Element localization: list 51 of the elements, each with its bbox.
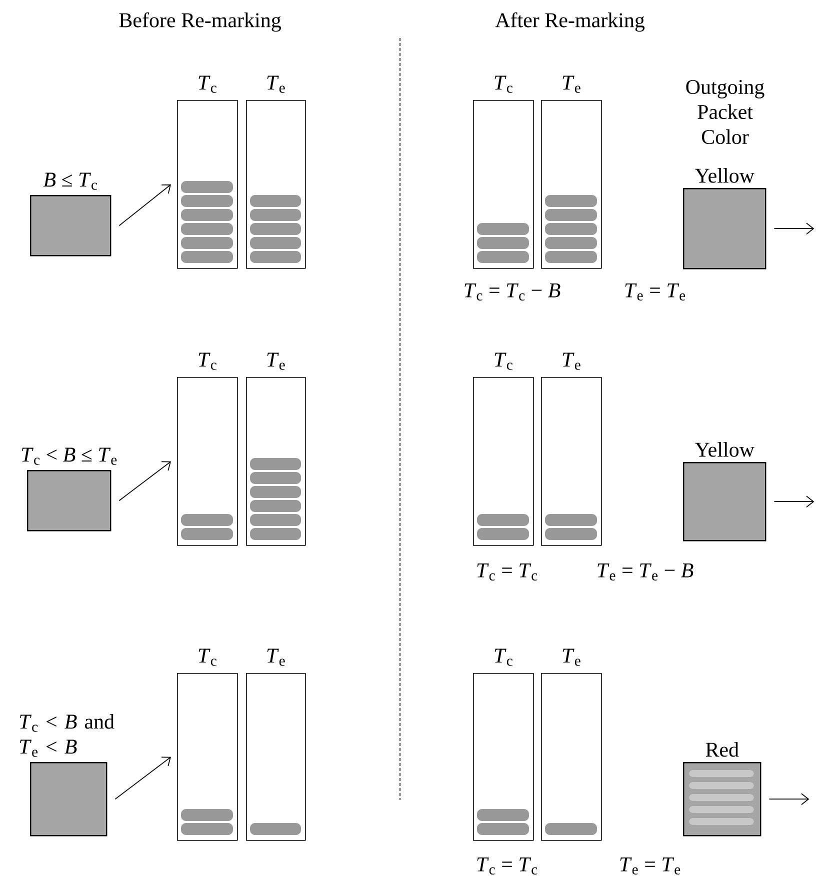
node-label: T$_{c}$ bbox=[198, 648, 216, 666]
arrow bbox=[768, 793, 810, 806]
token-bucket: T$_{c}$ bbox=[177, 648, 238, 841]
heading: After Re-marking bbox=[495, 12, 645, 32]
token-bucket: T$_{c}$ bbox=[473, 352, 534, 546]
token-bucket: T$_{e}$ bbox=[541, 76, 602, 269]
node-label: B ≤ T$_{c}$ bbox=[43, 172, 98, 190]
arrow bbox=[118, 461, 171, 502]
equation: T$_{c}$ = T$_{c}$ − B bbox=[464, 284, 560, 300]
arrow bbox=[118, 184, 171, 226]
node-label: Yellow bbox=[694, 168, 754, 183]
token-bucket: T$_{c}$ bbox=[473, 648, 534, 841]
node-label: T$_{e}$ bbox=[562, 648, 580, 666]
token-bucket: T$_{c}$ bbox=[177, 76, 238, 269]
token-bucket: T$_{e}$ bbox=[246, 352, 306, 546]
packet-box: T$_{c}$ < B ≤ T$_{e}$ bbox=[22, 448, 117, 532]
heading: Before Re-marking bbox=[119, 12, 281, 32]
equation: T$_{e}$ = T$_{e}$ bbox=[620, 858, 680, 874]
node-label: T$_{e}$ bbox=[267, 352, 285, 370]
token-bucket: T$_{c}$ bbox=[473, 76, 534, 269]
arrow bbox=[774, 496, 814, 508]
equation: T$_{e}$ = T$_{e}$ bbox=[625, 284, 686, 300]
equation: T$_{c}$ = T$_{c}$ bbox=[477, 858, 538, 874]
equation: T$_{e}$ = T$_{e}$ − B bbox=[598, 564, 694, 580]
node-label: T$_{e}$ bbox=[562, 352, 580, 370]
node-label: Yellow bbox=[694, 442, 754, 457]
packet-box: Red bbox=[683, 742, 762, 836]
equation: T$_{c}$ = T$_{c}$ bbox=[477, 564, 538, 580]
packet-box: B ≤ T$_{c}$ bbox=[30, 172, 112, 256]
packet-box: Yellow bbox=[683, 168, 766, 270]
arrow bbox=[774, 222, 814, 235]
token-bucket: T$_{c}$ bbox=[177, 352, 238, 546]
token-bucket: T$_{e}$ bbox=[246, 76, 306, 269]
node-label: T$_{c}$ bbox=[494, 352, 512, 370]
caption-text: Outgoing Packet Color bbox=[686, 80, 764, 144]
token-bucket: T$_{e}$ bbox=[246, 648, 306, 841]
node-label: T$_{e}$ bbox=[267, 76, 285, 93]
node-label: T$_{c}$ bbox=[198, 352, 216, 370]
arrow bbox=[114, 756, 171, 800]
node-label: T$_{e}$ bbox=[562, 76, 580, 93]
node-label: T$_{c}$ bbox=[494, 648, 512, 666]
packet-box: T$_{c}$ < B and T$_{e}$ < B bbox=[20, 714, 114, 836]
node-label: Red bbox=[706, 742, 739, 757]
node-label: T$_{c}$ bbox=[494, 76, 512, 93]
node-label: T$_{c}$ bbox=[198, 76, 216, 93]
token-bucket: T$_{e}$ bbox=[541, 648, 602, 841]
token-bucket: T$_{e}$ bbox=[541, 352, 602, 546]
packet-box: Yellow bbox=[683, 442, 766, 542]
node-label: T$_{c}$ < B and T$_{e}$ < B bbox=[20, 714, 114, 757]
node-label: T$_{c}$ < B ≤ T$_{e}$ bbox=[22, 448, 117, 465]
node-label: T$_{e}$ bbox=[267, 648, 285, 666]
